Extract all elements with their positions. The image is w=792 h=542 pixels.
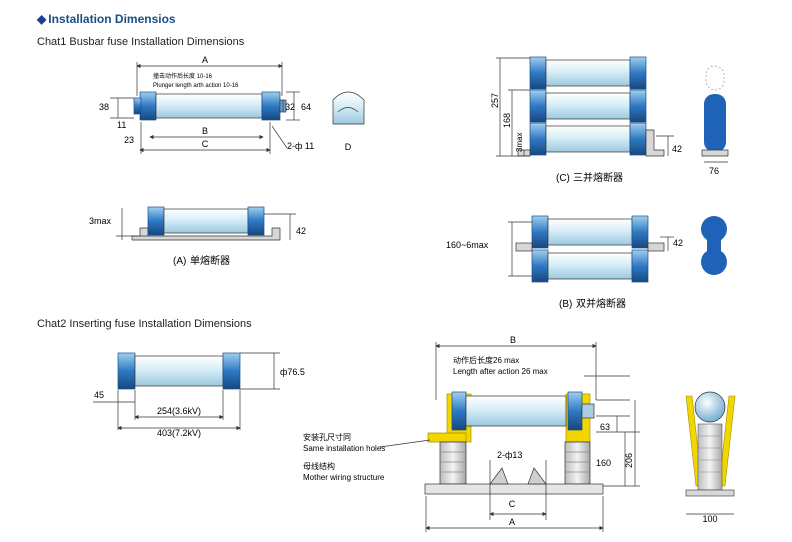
triple-42-label: 42 bbox=[672, 144, 682, 154]
triple-fuse-drawing bbox=[496, 56, 674, 157]
same-holes-en-label: Same installation holes bbox=[303, 444, 385, 453]
mother-wiring-cn-label: 母线结构 bbox=[303, 461, 335, 471]
triple-3max-label: 3max bbox=[515, 132, 524, 152]
same-holes-cn-label: 安装孔尺寸同 bbox=[303, 432, 351, 442]
phi11-label: 2-ф 11 bbox=[287, 141, 314, 151]
chat2-45-label: 45 bbox=[94, 390, 104, 400]
plunger-en-label: Plunger length arth action 10-16 bbox=[153, 83, 239, 89]
chat1-heading: Chat1 Busbar fuse Installation Dimension… bbox=[37, 36, 245, 48]
chat2-63-label: 63 bbox=[600, 422, 610, 432]
single-caption-letter: (A) bbox=[173, 256, 186, 267]
dim-64-label: 64 bbox=[301, 102, 311, 112]
after-action-cn-label: 动作后长度26 max bbox=[453, 355, 519, 365]
chat2-160-label: 160 bbox=[596, 458, 611, 468]
chat2-B-label: B bbox=[510, 335, 516, 345]
chat2-C-label: C bbox=[509, 499, 516, 509]
single-3max-label: 3max bbox=[89, 216, 112, 226]
double-caption-letter: (B) bbox=[559, 299, 572, 310]
mother-wiring-en-label: Mother wiring structure bbox=[303, 473, 385, 482]
dim-C-label: C bbox=[202, 139, 209, 149]
fuse-end-left bbox=[133, 97, 142, 115]
triple-168-label: 168 bbox=[502, 113, 512, 128]
plunger-cn-label: 撞击动作后长度 10-16 bbox=[153, 72, 213, 80]
dim-23-label: 23 bbox=[124, 135, 134, 145]
dim-A-label: A bbox=[202, 55, 208, 65]
fuse-tube bbox=[155, 93, 263, 119]
double-160-label: 160~6max bbox=[446, 240, 489, 250]
chat2-A-label: A bbox=[509, 517, 515, 527]
single-42-label: 42 bbox=[296, 226, 306, 236]
fuse-cap-left bbox=[139, 91, 157, 121]
double-fuse-drawing bbox=[508, 215, 674, 283]
double-42-label: 42 bbox=[673, 238, 683, 248]
page-title: ◆Installation Dimensios bbox=[37, 12, 176, 26]
diamond-icon: ◆ bbox=[37, 12, 47, 26]
double-caption-cn: 双并熔断器 bbox=[576, 297, 626, 310]
dim-D-label: D bbox=[345, 142, 352, 152]
after-action-en-label: Length after action 26 max bbox=[453, 367, 548, 376]
chat2-254-label: 254(3.6kV) bbox=[157, 406, 201, 416]
dim-B-label: B bbox=[202, 126, 208, 136]
chat2-100-label: 100 bbox=[702, 514, 717, 524]
triple-257-label: 257 bbox=[490, 93, 500, 108]
triple-caption-cn: 三并熔断器 bbox=[573, 171, 623, 184]
chat1-side-view-D bbox=[332, 91, 365, 125]
chat2-206-label: 206 bbox=[624, 453, 634, 468]
chat2-phi13-label: 2-ф13 bbox=[497, 450, 522, 460]
single-caption-cn: 单熔断器 bbox=[190, 254, 230, 267]
triple-side-view bbox=[701, 65, 729, 163]
chat2-403-label: 403(7.2kV) bbox=[157, 428, 201, 438]
single-fuse-drawing bbox=[116, 206, 296, 241]
triple-caption-letter: (C) bbox=[556, 173, 570, 184]
dim-32-label: 32 bbox=[285, 102, 295, 112]
chat2-heading: Chat2 Inserting fuse Installation Dimens… bbox=[37, 318, 252, 330]
triple-76-label: 76 bbox=[709, 166, 719, 176]
chat2-inserting-assembly bbox=[379, 342, 640, 532]
double-side-view bbox=[701, 216, 727, 275]
dim-11-label: 11 bbox=[117, 120, 126, 130]
chat2-left-fuse bbox=[93, 352, 280, 431]
chat1-main-fuse bbox=[110, 62, 300, 154]
page-title-text: Installation Dimensios bbox=[48, 12, 176, 26]
chat2-phi765-label: ф76.5 bbox=[280, 367, 305, 377]
dim-38-label: 38 bbox=[99, 102, 109, 112]
fuse-cap-right bbox=[261, 91, 281, 121]
chat2-side-view bbox=[685, 391, 736, 515]
